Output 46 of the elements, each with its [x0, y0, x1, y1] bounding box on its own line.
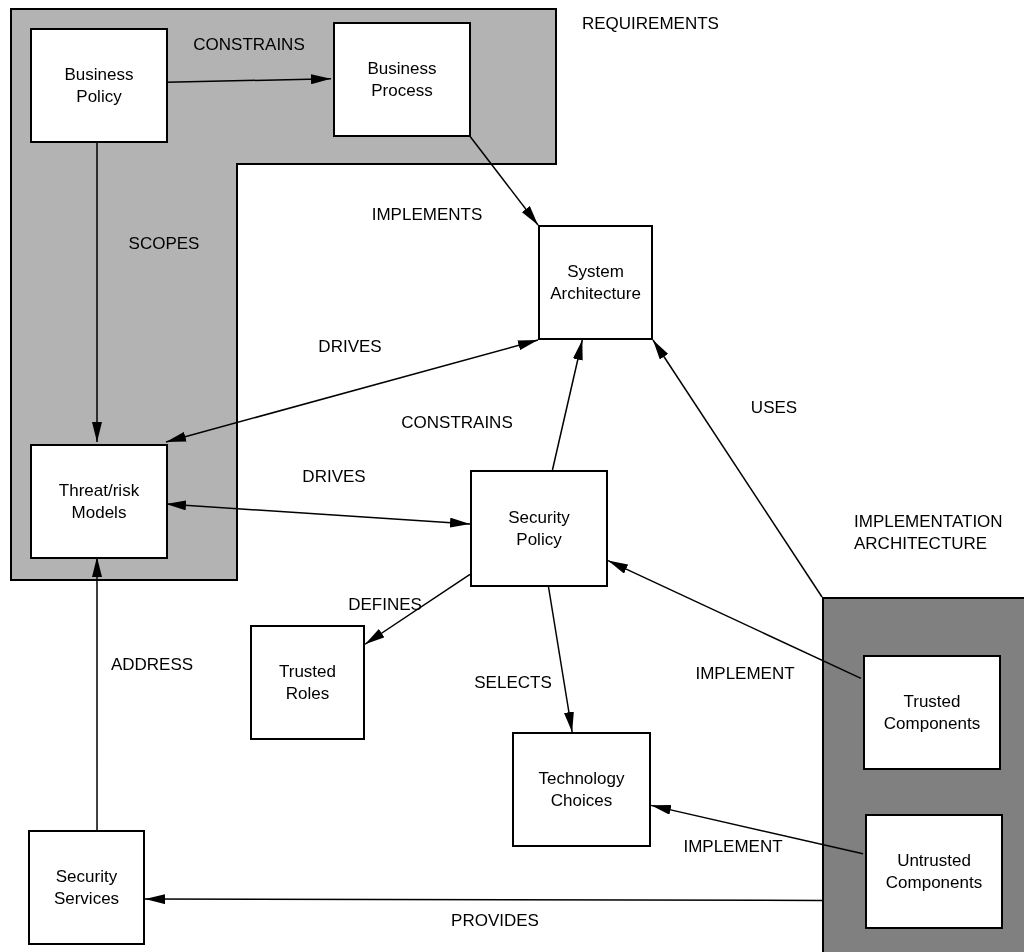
arrow	[607, 559, 862, 680]
box-label: Business Process	[366, 57, 438, 102]
process-box	[30, 28, 168, 143]
region-heading: REQUIREMENTS	[582, 13, 719, 35]
box-label: Technology Choices	[537, 767, 626, 812]
arrow	[165, 74, 332, 85]
box-label: Security Policy	[507, 506, 571, 551]
arrow	[165, 500, 471, 528]
edge-label: DRIVES	[302, 467, 366, 487]
process-box	[863, 655, 1001, 770]
edge-label: DRIVES	[318, 337, 382, 357]
process-box	[28, 830, 145, 945]
box-label: Trusted Components	[882, 690, 982, 735]
arrow	[650, 804, 864, 855]
arrow	[92, 556, 102, 831]
edge-label: IMPLEMENT	[683, 837, 783, 857]
arrow	[551, 339, 584, 471]
arrow	[144, 894, 823, 905]
arrow	[165, 339, 539, 443]
box-label: Untrusted Components	[884, 849, 984, 894]
box-label: Threat/risk Models	[57, 479, 141, 524]
edge-label: USES	[750, 398, 798, 418]
edge-label: CONSTRAINS	[193, 35, 305, 55]
process-box	[333, 22, 471, 137]
arrow	[547, 586, 574, 733]
box-label: Security Services	[52, 865, 121, 910]
edge-label: CONSTRAINS	[401, 413, 513, 433]
region-heading: IMPLEMENTATION ARCHITECTURE	[854, 511, 1004, 555]
process-box	[30, 444, 168, 559]
arrow	[652, 339, 823, 598]
edge-label: DEFINES	[348, 595, 422, 615]
process-box	[250, 625, 365, 740]
edge-label: SCOPES	[128, 234, 200, 254]
edge-label: SELECTS	[474, 673, 552, 693]
box-label: System Architecture	[549, 260, 642, 305]
arrow	[364, 573, 471, 645]
process-box	[865, 814, 1003, 929]
edge-label: IMPLEMENT	[695, 664, 795, 684]
arrow	[92, 140, 102, 443]
arrow	[468, 134, 539, 226]
edge-label: PROVIDES	[451, 911, 539, 931]
process-box	[512, 732, 651, 847]
edge-label: ADDRESS	[110, 655, 194, 675]
box-label: Trusted Roles	[278, 660, 337, 705]
box-label: Business Policy	[63, 63, 135, 108]
edge-label: IMPLEMENTS	[371, 205, 483, 225]
